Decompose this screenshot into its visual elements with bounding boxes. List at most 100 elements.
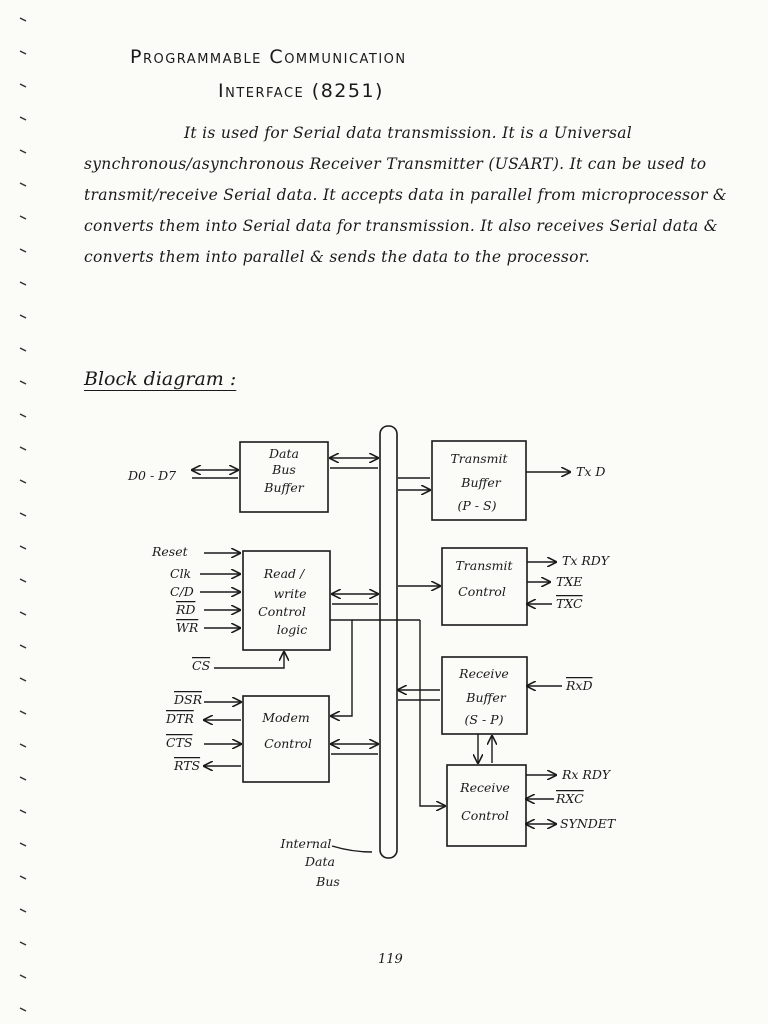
receive-buffer-label: Receive Buffer (S - P) (458, 666, 509, 727)
signal-clk: Clk (170, 566, 191, 581)
margin-tick (19, 545, 27, 550)
signal-syndet: SYNDET (560, 816, 617, 831)
svg-text:write: write (273, 586, 306, 601)
signal-rts: RTS (173, 758, 200, 773)
margin-tick (19, 248, 27, 253)
svg-text:Control: Control (461, 808, 509, 823)
cs-arrow (214, 652, 284, 669)
margin-tick (19, 578, 27, 583)
margin-tick (19, 875, 27, 880)
svg-text:Transmit: Transmit (450, 451, 508, 466)
margin-tick (19, 479, 27, 484)
transmit-control-block (441, 547, 528, 626)
block-diagram-heading: Block diagram : (84, 368, 237, 390)
signal-txc: TXC (556, 596, 583, 611)
transmit-control-label: Transmit Control (455, 558, 513, 599)
internal-bus-label: Internal Data Bus (280, 836, 340, 889)
modem-control-block (242, 695, 330, 783)
margin-tick (19, 347, 27, 352)
svg-text:Read /: Read / (263, 566, 306, 581)
svg-text:Transmit: Transmit (455, 558, 513, 573)
margin-tick (19, 776, 27, 781)
control-to-receive-control-line (419, 620, 445, 806)
svg-text:Buffer: Buffer (465, 690, 506, 705)
svg-text:Modem: Modem (261, 710, 310, 725)
rw-to-modem-line (330, 619, 353, 716)
signal-cs: CS (192, 658, 210, 673)
margin-tick (19, 281, 27, 286)
signal-rxc: RXC (555, 791, 584, 806)
receive-control-block (446, 764, 527, 847)
svg-text:Data: Data (268, 446, 299, 461)
title-line-2: Interface (8251) (218, 80, 384, 102)
svg-text:(S - P): (S - P) (465, 712, 504, 727)
signal-cd: C/D (170, 584, 194, 599)
signal-txe: TXE (556, 574, 582, 589)
margin-ticks (19, 17, 27, 1012)
margin-tick (19, 446, 27, 451)
margin-tick (19, 380, 27, 385)
margin-tick (19, 710, 27, 715)
svg-text:Control: Control (264, 736, 312, 751)
data-bus-buffer-label: Data Bus Buffer (263, 446, 304, 495)
bus-to-transmit-buffer-arrow (398, 477, 430, 490)
margin-tick (19, 611, 27, 616)
margin-tick (19, 941, 27, 946)
margin-tick (19, 1007, 27, 1012)
svg-text:Bus: Bus (315, 874, 340, 889)
signal-dsr: DSR (173, 692, 202, 707)
transmit-buffer-block (431, 440, 527, 521)
read-write-control-label: Read / write Control logic (258, 566, 307, 637)
page-number: 119 (378, 952, 403, 967)
svg-text:Internal: Internal (280, 836, 332, 851)
signal-cts: CTS (166, 735, 192, 750)
signal-reset: Reset (151, 544, 189, 559)
internal-data-bus (379, 425, 398, 859)
signal-rxd: RxD (565, 678, 592, 693)
read-write-control-block (242, 550, 331, 651)
modem-bus-double-arrow (331, 744, 378, 755)
margin-tick (19, 314, 27, 319)
svg-text:Receive: Receive (458, 666, 509, 681)
bus-label-leader (331, 845, 373, 853)
svg-text:Bus: Bus (271, 462, 296, 477)
margin-tick (19, 149, 27, 154)
svg-text:Control: Control (458, 584, 506, 599)
signal-dtr: DTR (165, 711, 194, 726)
margin-tick (19, 50, 27, 55)
receive-control-label: Receive Control (459, 780, 510, 823)
transmit-buffer-label: Transmit Buffer (P - S) (450, 451, 508, 513)
margin-tick (19, 512, 27, 517)
margin-tick (19, 974, 27, 979)
d0-d7-double-arrow (192, 470, 238, 479)
page-title: Programmable Communication Interface (82… (130, 40, 550, 108)
signal-rd: RD (175, 602, 195, 617)
data-bus-buffer-block (239, 441, 329, 513)
margin-tick (19, 743, 27, 748)
margin-tick (19, 644, 27, 649)
margin-tick (19, 83, 27, 88)
rw-bus-double-arrow (332, 594, 378, 605)
svg-text:Buffer: Buffer (460, 475, 501, 490)
dbb-bus-double-arrow (330, 458, 378, 469)
svg-text:(P - S): (P - S) (458, 498, 497, 513)
signal-d0-d7: D0 - D7 (127, 468, 176, 483)
margin-tick (19, 413, 27, 418)
margin-tick (19, 908, 27, 913)
svg-text:Buffer: Buffer (263, 480, 304, 495)
margin-tick (19, 677, 27, 682)
signal-txrdy: Tx RDY (562, 553, 611, 568)
svg-text:logic: logic (277, 622, 308, 637)
signal-txd: Tx D (576, 464, 605, 479)
margin-tick (19, 842, 27, 847)
margin-tick (19, 809, 27, 814)
svg-text:Control: Control (258, 604, 306, 619)
intro-paragraph: It is used for Serial data transmission.… (84, 124, 728, 266)
signal-rxrdy: Rx RDY (561, 767, 612, 782)
title-line-1: Programmable Communication (130, 46, 407, 68)
svg-text:Receive: Receive (459, 780, 510, 795)
modem-control-label: Modem Control (261, 710, 312, 751)
margin-tick (19, 17, 27, 22)
margin-tick (19, 215, 27, 220)
